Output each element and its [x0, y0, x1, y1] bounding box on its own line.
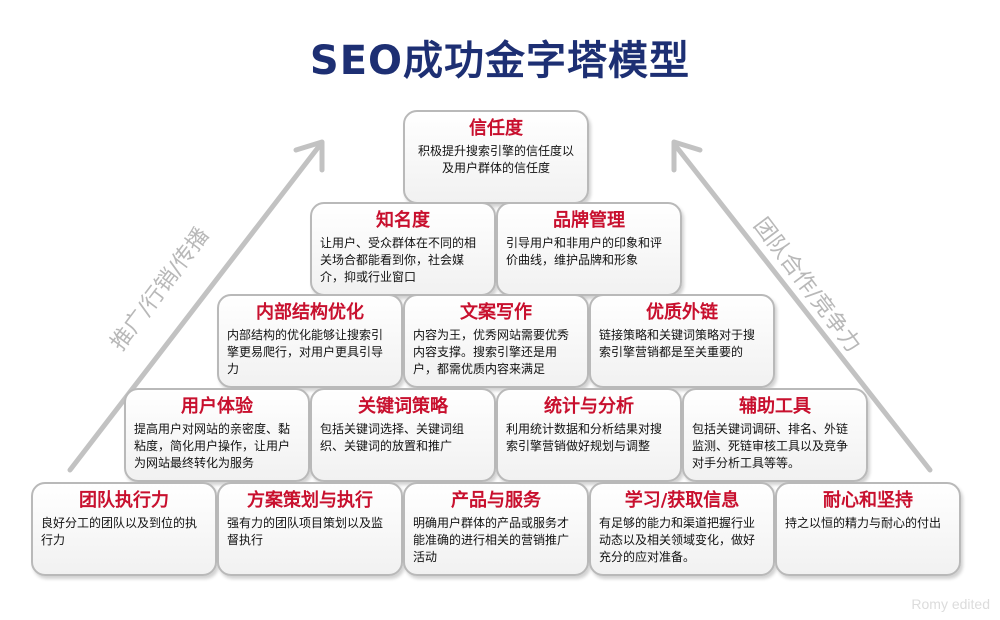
pyramid-box-keyword-strategy: 关键词策略 包括关键词选择、关键词组织、关键词的放置和推广 — [310, 388, 496, 482]
box-title: 关键词策略 — [358, 396, 448, 417]
pyramid-box-brand-management: 品牌管理 引导用户和非用户的印象和评价曲线，维护品牌和形象 — [496, 202, 682, 296]
right-arrow — [671, 139, 933, 473]
box-description: 链接策略和关键词策略对于搜索引擎营销都是至关重要的 — [599, 328, 756, 359]
pyramid-box-trust: 信任度 积极提升搜索引擎的信任度以及用户群体的信任度 — [403, 110, 589, 204]
box-title: 文案写作 — [460, 302, 532, 323]
pyramid-box-quality-backlinks: 优质外链 链接策略和关键词策略对于搜索引擎营销都是至关重要的 — [589, 294, 775, 388]
box-title: 统计与分析 — [544, 396, 634, 417]
box-description: 持之以恒的精力与耐心的付出 — [785, 516, 942, 530]
box-title: 耐心和坚持 — [823, 490, 913, 511]
box-title: 品牌管理 — [553, 210, 625, 231]
box-title: 优质外链 — [646, 302, 718, 323]
pyramid-box-awareness: 知名度 让用户、受众群体在不同的相关场合都能看到你，社会媒介，抑或行业窗口 — [310, 202, 496, 296]
pyramid-box-user-experience: 用户体验 提高用户对网站的亲密度、黏粘度，简化用户操作，让用户为网站最终转化为服… — [124, 388, 310, 482]
pyramid-box-learning: 学习/获取信息 有足够的能力和渠道把握行业动态以及相关领域变化，做好充分的应对准… — [589, 482, 775, 576]
box-title: 学习/获取信息 — [624, 490, 740, 511]
pyramid-box-statistics-analysis: 统计与分析 利用统计数据和分析结果对搜索引擎营销做好规划与调整 — [496, 388, 682, 482]
box-description: 让用户、受众群体在不同的相关场合都能看到你，社会媒介，抑或行业窗口 — [320, 236, 477, 284]
box-description: 明确用户群体的产品或服务才能准确的进行相关的营销推广活动 — [413, 516, 570, 564]
pyramid-box-patience: 耐心和坚持 持之以恒的精力与耐心的付出 — [775, 482, 961, 576]
box-title: 用户体验 — [181, 396, 253, 417]
pyramid-box-internal-structure: 内部结构优化 内部结构的优化能够让搜索引擎更易爬行，对用户更具引导力 — [217, 294, 403, 388]
box-description: 有足够的能力和渠道把握行业动态以及相关领域变化，做好充分的应对准备。 — [599, 516, 756, 564]
box-title: 辅助工具 — [739, 396, 811, 417]
box-title: 方案策划与执行 — [247, 490, 373, 511]
pyramid-box-planning-execution: 方案策划与执行 强有力的团队项目策划以及监督执行 — [217, 482, 403, 576]
box-description: 提高用户对网站的亲密度、黏粘度，简化用户操作，让用户为网站最终转化为服务 — [134, 422, 291, 470]
pyramid-box-copywriting: 文案写作 内容为王，优秀网站需要优秀内容支撑。搜索引擎还是用户，都需优质内容来满… — [403, 294, 589, 388]
box-description: 内容为王，优秀网站需要优秀内容支撑。搜索引擎还是用户，都需优质内容来满足 — [413, 328, 570, 376]
box-title: 知名度 — [376, 210, 430, 231]
credit-text: Romy edited — [911, 596, 990, 612]
page-title: SEO成功金字塔模型 — [309, 38, 691, 84]
box-title: 产品与服务 — [451, 490, 541, 511]
left-arrow — [67, 139, 325, 473]
box-description: 良好分工的团队以及到位的执行力 — [41, 516, 198, 547]
pyramid-box-team-execution: 团队执行力 良好分工的团队以及到位的执行力 — [31, 482, 217, 576]
box-title: 团队执行力 — [79, 490, 169, 511]
box-description: 利用统计数据和分析结果对搜索引擎营销做好规划与调整 — [506, 422, 663, 453]
pyramid-box-auxiliary-tools: 辅助工具 包括关键词调研、排名、外链监测、死链审核工具以及竞争对手分析工具等等。 — [682, 388, 868, 482]
box-description: 内部结构的优化能够让搜索引擎更易爬行，对用户更具引导力 — [227, 328, 384, 376]
box-description: 引导用户和非用户的印象和评价曲线，维护品牌和形象 — [506, 236, 663, 267]
box-title: 信任度 — [469, 118, 523, 139]
box-description: 强有力的团队项目策划以及监督执行 — [227, 516, 384, 547]
box-description: 积极提升搜索引擎的信任度以及用户群体的信任度 — [417, 144, 574, 175]
box-description: 包括关键词选择、关键词组织、关键词的放置和推广 — [320, 422, 465, 453]
box-title: 内部结构优化 — [256, 302, 364, 323]
pyramid-box-product-service: 产品与服务 明确用户群体的产品或服务才能准确的进行相关的营销推广活动 — [403, 482, 589, 576]
box-description: 包括关键词调研、排名、外链监测、死链审核工具以及竞争对手分析工具等等。 — [692, 422, 849, 470]
